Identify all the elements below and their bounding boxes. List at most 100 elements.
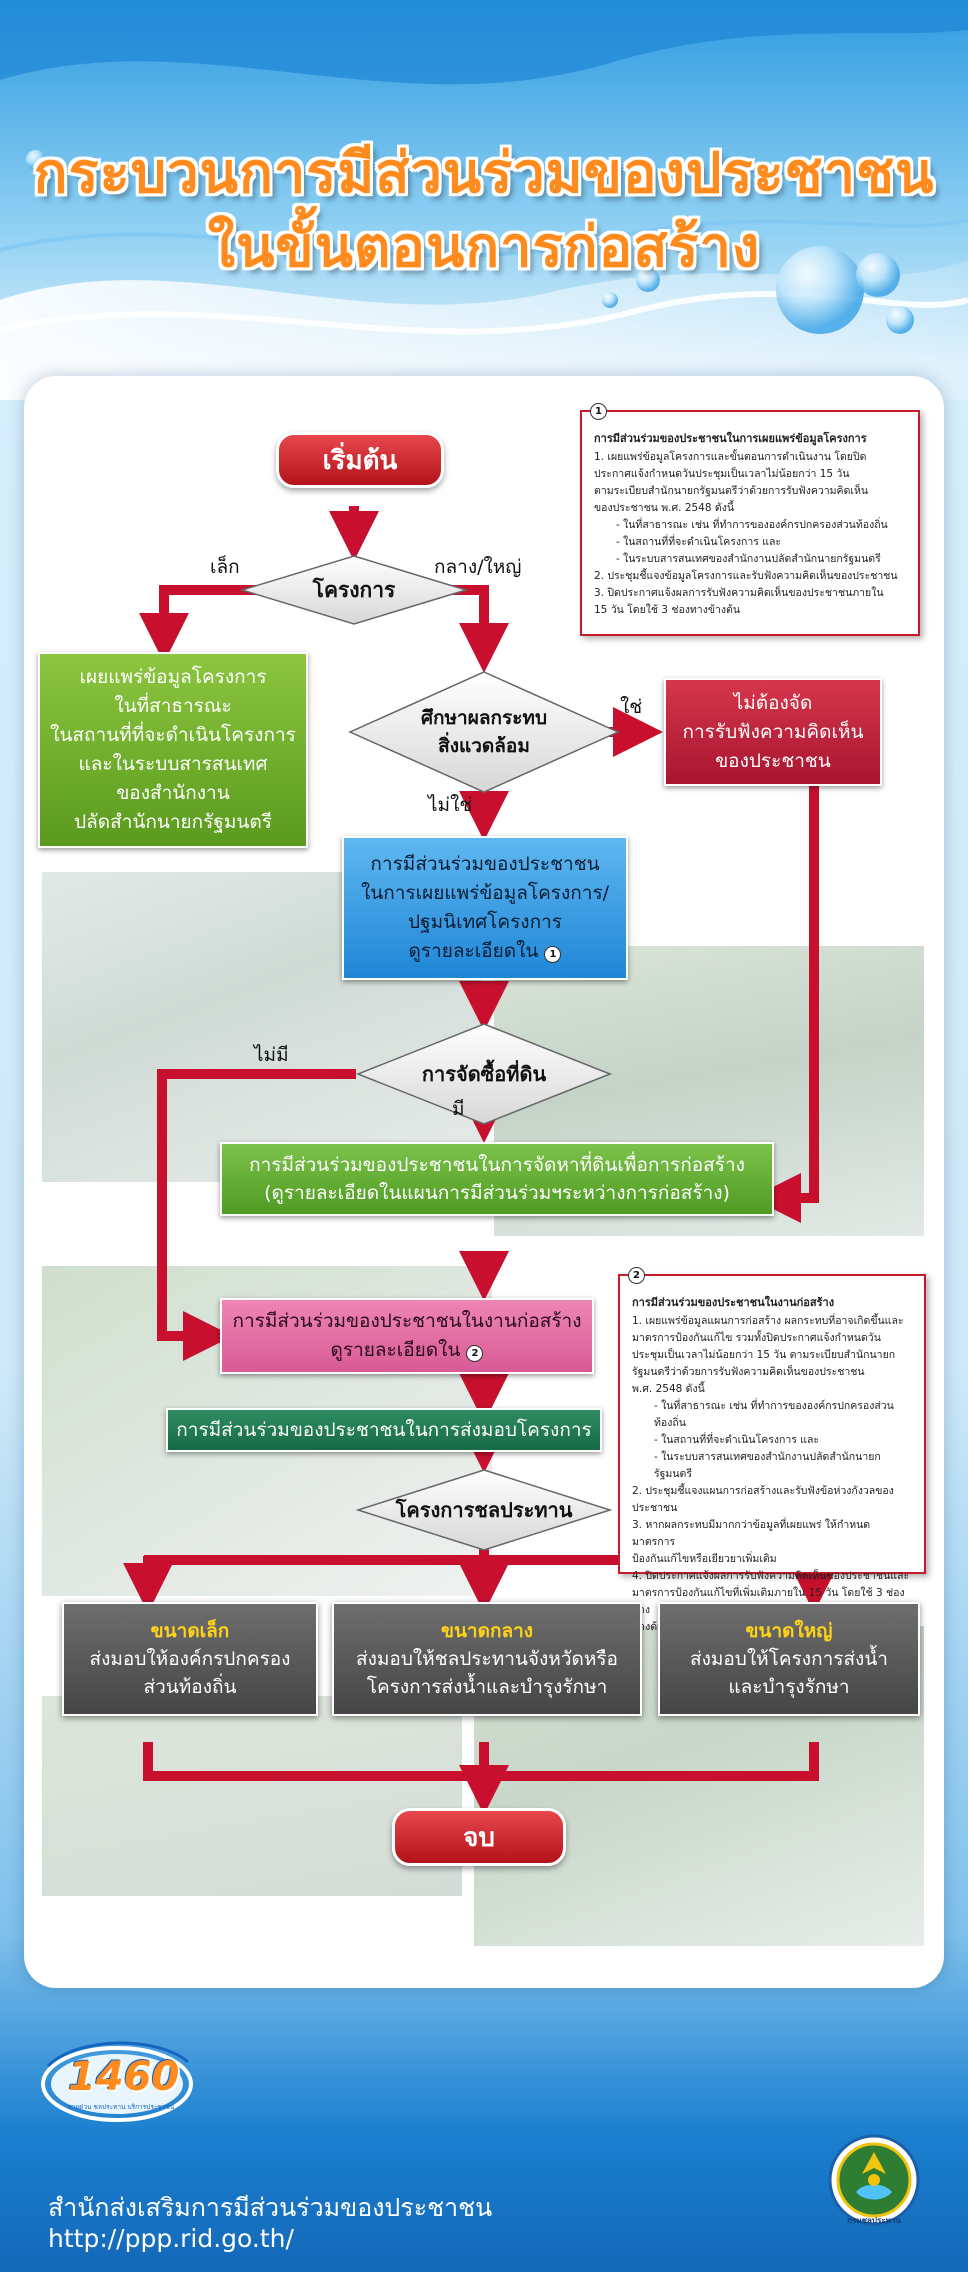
seal-caption: กรมชลประทาน	[847, 2216, 901, 2225]
construction-participation-box: การมีส่วนร่วมของประชาชนในงานก่อสร้าง ดูร…	[220, 1298, 594, 1374]
land-acquisition-line: (ดูรายละเอียดในแผนการมีส่วนร่วมฯระหว่างก…	[264, 1182, 730, 1204]
start-node: เริ่มต้น	[276, 432, 444, 488]
note-2-title: การมีส่วนร่วมของประชาชนในงานก่อสร้าง	[632, 1296, 835, 1309]
land-acquisition-box: การมีส่วนร่วมของประชาชนในการจัดหาที่ดินเ…	[220, 1142, 774, 1216]
note-line: พ.ศ. 2548 ดังนี้	[632, 1383, 705, 1395]
edge-label-no: ไม่ใช่	[428, 794, 473, 816]
title-line-1: กระบวนการมีส่วนร่วมของประชาชน	[33, 141, 935, 206]
publish-info-line: ของสำนักงาน	[116, 782, 230, 804]
small-line: ส่งมอบให้องค์กรปกครอง	[89, 1648, 291, 1670]
note-line: 1. เผยแพร่ข้อมูลโครงการและขั้นตอนการดำเน…	[594, 451, 867, 463]
ref-2-icon[interactable]: 2	[466, 1345, 484, 1362]
decision-irrigation-label: โครงการชลประทาน	[395, 1498, 573, 1522]
decision-eia	[348, 671, 620, 793]
note-line: 4. ปิดประกาศแจ้งผลการรับฟังความคิดเห็นขอ…	[632, 1570, 910, 1582]
note-2-number: 2	[628, 1267, 645, 1284]
public-info-ref-text: ดูรายละเอียดใน	[408, 940, 539, 962]
header-wave-graphic	[0, 0, 968, 400]
decision-land-label: การจัดซื้อที่ดิน	[421, 1062, 547, 1086]
note-line: 1. เผยแพร่ข้อมูลแผนการก่อสร้าง ผลกระทบที…	[632, 1315, 904, 1327]
rid-seal: กรมชลประทาน	[828, 2134, 920, 2230]
publish-info-box: เผยแพร่ข้อมูลโครงการ ในที่สาธารณะ ในสถาน…	[38, 652, 308, 848]
small-size-label: ขนาดเล็ก	[150, 1620, 230, 1642]
public-info-participation-box: การมีส่วนร่วมของประชาชน ในการเผยแพร่ข้อม…	[342, 836, 628, 980]
decision-eia-label: ศึกษาผลกระทบ สิ่งแวดล้อม	[364, 704, 604, 760]
small-line: ส่วนท้องถิ่น	[143, 1676, 237, 1698]
decision-irrigation	[355, 1469, 613, 1551]
decision-project	[239, 555, 469, 625]
publish-info-line: เผยแพร่ข้อมูลโครงการ	[79, 666, 267, 688]
decision-eia-line: ศึกษาผลกระทบ	[420, 707, 548, 729]
note-1: 1 การมีส่วนร่วมของประชาชนในการเผยแพร่ข้อ…	[580, 403, 920, 636]
publish-info-line: ปลัดสำนักนายกรัฐมนตรี	[74, 811, 272, 833]
public-info-line: ดูรายละเอียดใน 1	[409, 937, 562, 966]
large-project-box: ขนาดใหญ่ ส่งมอบให้โครงการส่งน้ำ และบำรุง…	[658, 1602, 920, 1716]
note-line: - ในที่สาธารณะ เช่น ที่ทำการขององค์กรปกค…	[654, 1400, 894, 1429]
handover-box: การมีส่วนร่วมของประชาชนในการส่งมอบโครงกา…	[166, 1408, 602, 1452]
edge-label-yes: ใช่	[620, 696, 643, 718]
medium-line: โครงการส่งน้ำและบำรุงรักษา	[366, 1676, 608, 1698]
hotline-number: 1460	[68, 2054, 180, 2100]
note-line: 15 วัน โดยใช้ 3 ช่องทางข้างต้น	[594, 604, 741, 616]
construction-ref-text: ดูรายละเอียดใน	[330, 1339, 461, 1361]
medium-size-label: ขนาดกลาง	[440, 1620, 534, 1642]
small-project-box: ขนาดเล็ก ส่งมอบให้องค์กรปกครอง ส่วนท้องถ…	[62, 1602, 318, 1716]
land-acquisition-line: การมีส่วนร่วมของประชาชนในการจัดหาที่ดินเ…	[249, 1154, 745, 1176]
no-hearing-line: การรับฟังความคิดเห็น	[682, 720, 864, 743]
note-line: - ในระบบสารสนเทศของสำนักงานปลัดสำนักนายก…	[654, 1451, 881, 1480]
publish-info-line: ในที่สาธารณะ	[114, 695, 232, 717]
bubble-icon	[636, 268, 660, 292]
publish-info-line: และในระบบสารสนเทศ	[78, 753, 268, 775]
background-photo	[42, 1696, 462, 1896]
bubble-icon	[602, 292, 618, 308]
note-line: 3. ปิดประกาศแจ้งผลการรับฟังความคิดเห็นขอ…	[594, 587, 884, 599]
bubble-icon	[776, 246, 864, 334]
decision-land	[355, 1023, 613, 1125]
note-line: - ในระบบสารสนเทศของสำนักงานปลัดสำนักนายก…	[616, 553, 881, 565]
flowchart-panel: เริ่มต้น โครงการ เล็ก กลาง/ใหญ่ เผยแพร่ข…	[24, 376, 944, 1988]
note-line: ป้องกันแก้ไขหรือเยียวยาเพิ่มเติม	[632, 1553, 777, 1565]
no-hearing-line: ไม่ต้องจัด	[733, 691, 813, 714]
no-hearing-line: ของประชาชน	[715, 749, 831, 772]
hotline-swoosh-icon	[41, 2041, 193, 2122]
large-line: ส่งมอบให้โครงการส่งน้ำ	[690, 1648, 888, 1670]
no-hearing-box: ไม่ต้องจัด การรับฟังความคิดเห็น ของประชา…	[664, 678, 882, 786]
bubble-icon	[26, 150, 46, 170]
publish-info-line: ในสถานที่ที่จะดำเนินโครงการ	[50, 724, 296, 746]
bubble-icon	[856, 253, 900, 297]
medium-line: ส่งมอบให้ชลประทานจังหวัดหรือ	[356, 1648, 618, 1670]
note-2: 2 การมีส่วนร่วมของประชาชนในงานก่อสร้าง 1…	[618, 1267, 926, 1633]
note-line: ของประชาชน พ.ศ. 2548 ดังนี้	[594, 502, 735, 514]
end-node: จบ	[392, 1808, 566, 1866]
note-line: ตามระเบียบสำนักนายกรัฐมนตรีว่าด้วยการรับ…	[594, 485, 869, 497]
footer-url[interactable]: http://ppp.rid.go.th/	[48, 2224, 294, 2253]
note-1-title: การมีส่วนร่วมของประชาชนในการเผยแพร่ข้อมู…	[594, 432, 867, 445]
edge-label-medium-large: กลาง/ใหญ่	[434, 556, 522, 578]
note-line: ประกาศแจ้งกำหนดวันประชุมเป็นเวลาไม่น้อยก…	[594, 468, 850, 480]
note-line: 3. หากผลกระทบมีมากกว่าข้อมูลที่เผยแพร่ ใ…	[632, 1519, 871, 1548]
hotline-caption: สายด่วน ชลประทาน บริการประชาชน	[67, 2103, 175, 2111]
ref-1-icon[interactable]: 1	[544, 946, 562, 963]
construction-line: การมีส่วนร่วมของประชาชนในงานก่อสร้าง	[232, 1310, 582, 1332]
edge-label-has: มี	[452, 1098, 465, 1120]
note-2-lines: 1. เผยแพร่ข้อมูลแผนการก่อสร้าง ผลกระทบที…	[632, 1313, 912, 1636]
public-info-line: ปฐมนิเทศโครงการ	[408, 911, 562, 933]
seal-icon	[828, 2134, 920, 2226]
note-line: - ในที่สาธารณะ เช่น ที่ทำการขององค์กรปกค…	[616, 519, 888, 531]
construction-line: ดูรายละเอียดใน 2	[331, 1336, 484, 1365]
note-line: - ในสถานที่ที่จะดำเนินโครงการ และ	[616, 536, 782, 548]
public-info-line: ในการเผยแพร่ข้อมูลโครงการ/	[360, 882, 610, 904]
bubble-icon	[886, 306, 914, 334]
decision-project-label: โครงการ	[312, 578, 396, 602]
edge-label-none: ไม่มี	[254, 1044, 289, 1066]
note-line: มาตรการป้องกันแก้ไข รวมทั้งปิดประกาศแจ้ง…	[632, 1332, 881, 1344]
title-line-2: ในขั้นตอนการก่อสร้าง	[207, 215, 761, 280]
note-line: ประชุมเป็นเวลาไม่น้อยกว่า 15 วัน ตามระเบ…	[632, 1349, 896, 1361]
medium-project-box: ขนาดกลาง ส่งมอบให้ชลประทานจังหวัดหรือ โค…	[332, 1602, 642, 1716]
large-line: และบำรุงรักษา	[728, 1676, 850, 1698]
large-size-label: ขนาดใหญ่	[745, 1620, 833, 1642]
public-info-line: การมีส่วนร่วมของประชาชน	[370, 853, 600, 875]
note-line: - ในสถานที่ที่จะดำเนินโครงการ และ	[654, 1434, 820, 1446]
note-1-number: 1	[590, 403, 607, 420]
